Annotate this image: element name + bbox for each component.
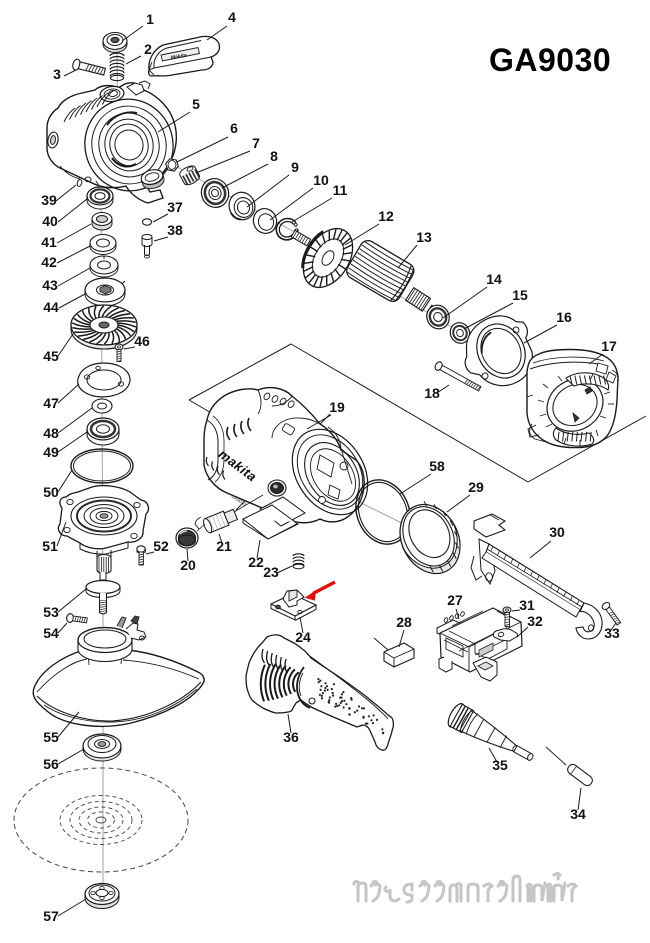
svg-text:29: 29 [468, 479, 484, 495]
svg-text:12: 12 [378, 208, 394, 224]
svg-text:32: 32 [527, 613, 543, 629]
svg-text:28: 28 [396, 614, 412, 630]
svg-text:27: 27 [447, 592, 463, 608]
svg-text:19: 19 [329, 399, 345, 415]
svg-text:5: 5 [192, 96, 200, 112]
svg-text:36: 36 [283, 729, 299, 745]
svg-text:18: 18 [424, 385, 440, 401]
svg-text:4: 4 [228, 9, 236, 25]
svg-text:55: 55 [43, 729, 59, 745]
svg-text:16: 16 [556, 309, 572, 325]
svg-text:11: 11 [333, 182, 348, 198]
svg-text:24: 24 [295, 629, 311, 645]
svg-text:44: 44 [43, 299, 59, 315]
svg-text:45: 45 [43, 348, 59, 364]
svg-text:46: 46 [134, 333, 150, 349]
svg-text:49: 49 [43, 444, 59, 460]
svg-text:14: 14 [486, 271, 502, 287]
svg-text:7: 7 [252, 135, 260, 151]
svg-text:58: 58 [429, 458, 445, 474]
svg-text:20: 20 [180, 557, 196, 573]
svg-text:38: 38 [167, 222, 183, 238]
svg-text:53: 53 [43, 604, 59, 620]
svg-text:23: 23 [263, 564, 279, 580]
svg-text:15: 15 [512, 287, 528, 303]
svg-text:39: 39 [41, 192, 57, 208]
svg-text:52: 52 [153, 538, 169, 554]
svg-text:17: 17 [601, 338, 617, 354]
svg-text:6: 6 [230, 120, 238, 136]
svg-text:1: 1 [146, 11, 154, 27]
svg-text:40: 40 [42, 213, 58, 229]
svg-text:2: 2 [144, 41, 152, 57]
svg-text:Makita: Makita [170, 53, 187, 62]
svg-text:57: 57 [43, 908, 59, 924]
svg-text:37: 37 [167, 199, 183, 215]
svg-text:33: 33 [604, 625, 620, 641]
svg-text:54: 54 [43, 625, 59, 641]
svg-text:42: 42 [41, 254, 57, 270]
svg-text:21: 21 [216, 538, 232, 554]
svg-text:22: 22 [248, 554, 264, 570]
svg-text:56: 56 [43, 756, 59, 772]
svg-text:10: 10 [313, 172, 329, 188]
svg-text:51: 51 [42, 538, 58, 554]
svg-text:47: 47 [43, 395, 59, 411]
svg-text:31: 31 [519, 597, 535, 613]
svg-text:35: 35 [492, 757, 508, 773]
svg-text:30: 30 [549, 524, 565, 540]
svg-text:34: 34 [570, 806, 586, 822]
svg-text:9: 9 [291, 159, 299, 175]
svg-text:43: 43 [42, 277, 58, 293]
svg-text:41: 41 [41, 234, 57, 250]
svg-text:3: 3 [53, 66, 61, 82]
svg-text:13: 13 [416, 229, 432, 245]
svg-text:GA9030: GA9030 [489, 42, 611, 78]
svg-text:8: 8 [270, 148, 278, 164]
svg-text:50: 50 [43, 484, 59, 500]
svg-text:48: 48 [43, 425, 59, 441]
